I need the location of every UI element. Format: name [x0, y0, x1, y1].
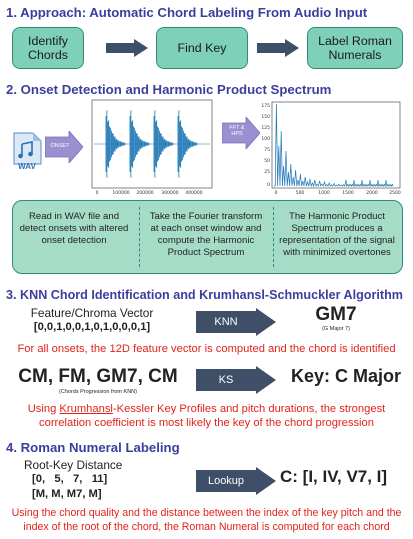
- fft-label: FFT & HPS: [229, 125, 245, 137]
- spec-ytick: 150: [261, 114, 270, 120]
- steps-panel: Read in WAV file and detect onsets with …: [12, 200, 403, 274]
- spec-xtick: 2500: [389, 190, 401, 196]
- feature-title: Feature/Chroma Vector: [30, 306, 154, 320]
- wave-xtick: 200000: [136, 190, 153, 196]
- spec-xtick: 1500: [342, 190, 354, 196]
- spec-xtick: 0: [275, 190, 278, 196]
- ks-arrow-icon: [196, 366, 276, 394]
- step-fourier: Take the Fourier transform at each onset…: [149, 211, 263, 258]
- knn-result: GM7: [315, 304, 357, 325]
- roman-caption-line2: index of the root of the chord, the Roma…: [23, 521, 390, 533]
- onset-arrow-icon: [45, 131, 83, 163]
- krumhansl-link[interactable]: Krumhansl: [59, 403, 113, 415]
- spec-ytick: 75: [264, 147, 270, 153]
- ks-caption-prefix: Using: [27, 403, 60, 415]
- identify-chords-box: Identify Chords: [12, 27, 84, 69]
- step-divider: [273, 207, 274, 267]
- ks-caption-line1: Using Krumhansl-Kessler Key Profiles and…: [0, 403, 413, 415]
- roman-caption-line1: Using the chord quality and the distance…: [11, 507, 402, 519]
- ks-label: KS: [218, 374, 234, 386]
- spec-xtick: 500: [296, 190, 305, 196]
- label-roman-numerals-box: Label Roman Numerals: [307, 27, 403, 69]
- spec-ytick: 25: [264, 169, 270, 175]
- find-key-box: Find Key: [156, 27, 248, 69]
- section1-heading: 1. Approach: Automatic Chord Labeling Fr…: [6, 5, 368, 20]
- arrow-right-icon: [106, 39, 148, 57]
- spectrum-trace: [274, 103, 394, 188]
- chord-qualities: [M, M, M7, M]: [32, 488, 102, 500]
- feature-vector: [0,0,1,0,0,1,0,1,0,0,0,1]: [33, 321, 151, 333]
- spec-ytick: 50: [264, 158, 270, 164]
- knn-label: KNN: [214, 316, 238, 328]
- spec-xtick: 1000: [318, 190, 330, 196]
- lookup-arrow-icon: [196, 467, 276, 495]
- key-result: Key: C Major: [290, 366, 402, 386]
- knn-arrow-icon: [196, 308, 276, 336]
- step-read-wav: Read in WAV file and detect onsets with …: [19, 211, 129, 246]
- distance-values: [0, 5, 7, 11]: [32, 473, 108, 485]
- ks-caption-line2: correlation coefficient is most likely t…: [39, 417, 374, 429]
- spec-ytick: 100: [261, 136, 270, 142]
- wav-file-icon: [13, 132, 42, 165]
- spec-ytick: 175: [261, 103, 270, 109]
- knn-caption: For all onsets, the 12D feature vector i…: [17, 343, 396, 355]
- onset-label: ONSET: [50, 143, 70, 149]
- roman-result: C: [I, IV, V7, I]: [280, 467, 388, 486]
- arrow-right-icon: [257, 39, 299, 57]
- wav-label: WAV: [18, 162, 36, 171]
- step-divider: [139, 207, 140, 267]
- chord-progression-sub: (Chords Progression from KNN): [59, 389, 137, 395]
- step-hps: The Harmonic Product Spectrum produces a…: [279, 211, 395, 258]
- ks-caption-rest: -Kessler Key Profiles and pitch duration…: [112, 403, 386, 415]
- fft-arrow-icon: [222, 117, 260, 149]
- knn-result-sub: (G Major 7): [322, 326, 350, 332]
- lookup-label: Lookup: [207, 475, 245, 487]
- waveform-plot: 0 100000 200000 300000 400000: [91, 99, 213, 196]
- wave-xtick: 300000: [161, 190, 178, 196]
- section3-heading: 3. KNN Chord Identification and Krumhans…: [6, 288, 403, 302]
- wave-xtick: 400000: [185, 190, 202, 196]
- section4-heading: 4. Roman Numeral Labeling: [6, 440, 180, 455]
- chord-progression: CM, FM, GM7, CM: [18, 366, 178, 387]
- spec-ytick: 125: [261, 125, 270, 131]
- distance-title: Root-Key Distance: [24, 458, 123, 472]
- spectrum-plot: 175 150 125 100 75 50 25 0 0 500 1000 15…: [261, 101, 401, 196]
- wave-xtick: 0: [96, 190, 99, 196]
- section2-heading: 2. Onset Detection and Harmonic Product …: [6, 82, 332, 97]
- spec-xtick: 2000: [366, 190, 378, 196]
- wave-xtick: 100000: [112, 190, 129, 196]
- spec-ytick: 0: [267, 182, 270, 188]
